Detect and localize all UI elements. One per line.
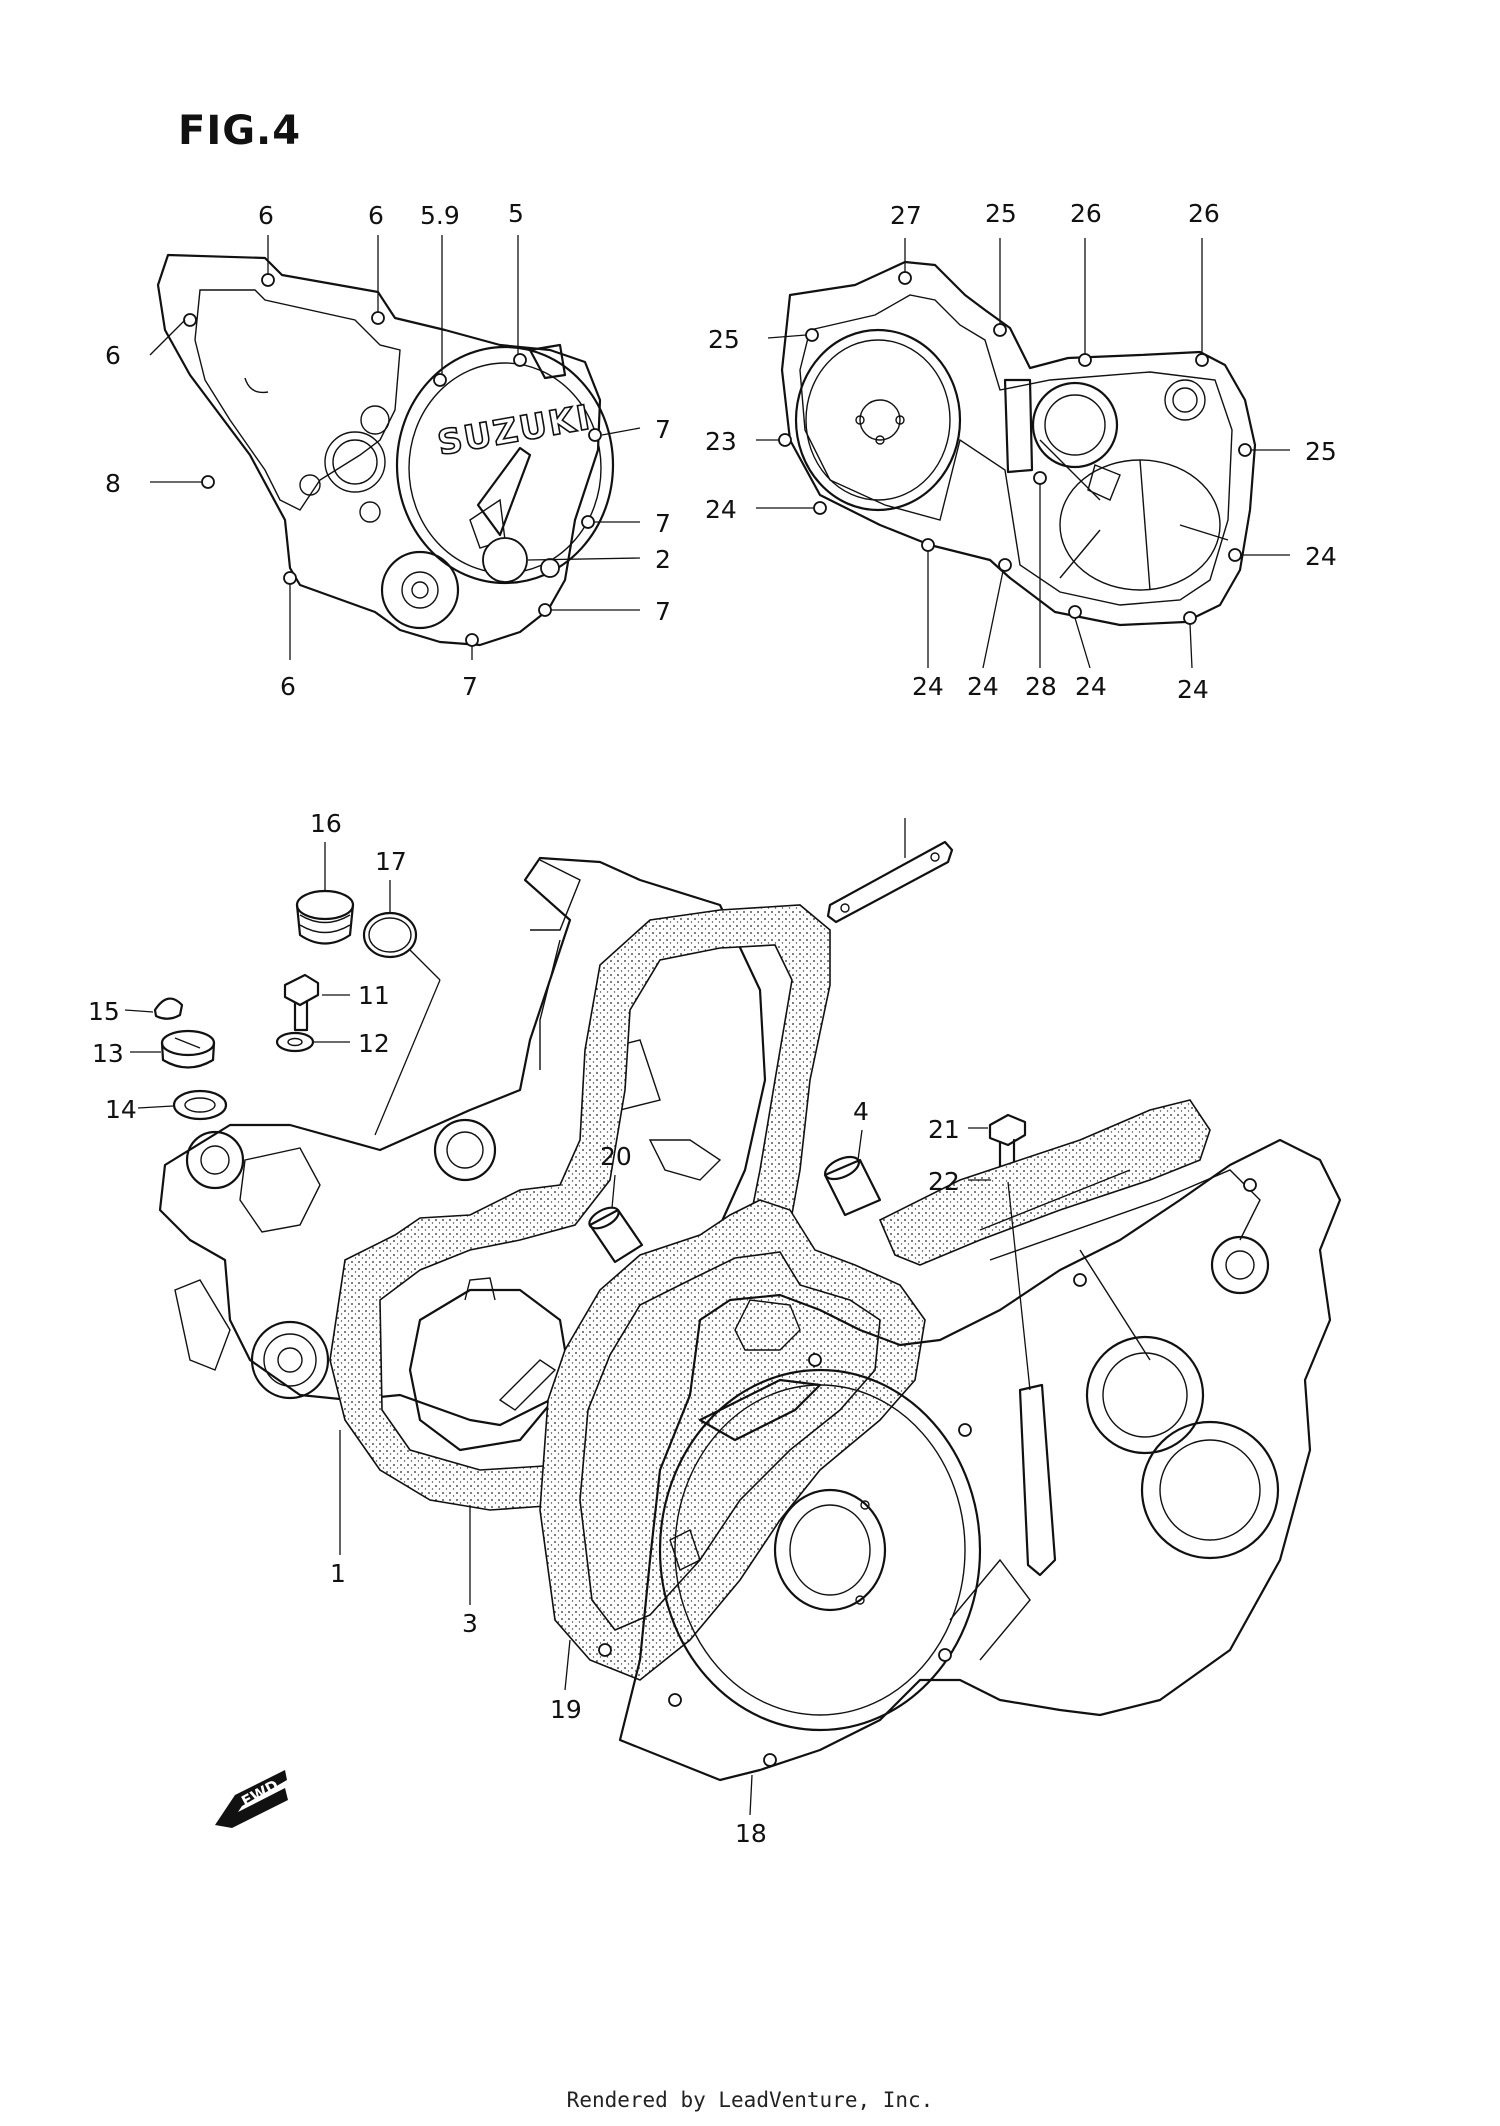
- callout-24: 25: [708, 325, 740, 354]
- callout-23: 24: [967, 672, 999, 701]
- callout-25: 26: [1188, 199, 1220, 228]
- small-fittings: [153, 889, 1027, 1264]
- callout-12: 13: [92, 1039, 124, 1068]
- footer-credit: Rendered by LeadVenture, Inc.: [566, 2088, 934, 2112]
- callout-7: 7: [462, 672, 478, 701]
- callout-6: 6: [105, 341, 121, 370]
- callout-7: 7: [655, 415, 671, 444]
- callout-6: 6: [258, 201, 274, 230]
- callout-16: 17: [375, 847, 407, 876]
- callout-23: 24: [705, 495, 737, 524]
- callout-5-9: 5.9: [420, 201, 460, 230]
- callout-23: 24: [1075, 672, 1107, 701]
- callout-20: 21: [928, 1115, 960, 1144]
- callout-22: 23: [705, 427, 737, 456]
- callout-21: 22: [928, 1167, 960, 1196]
- callout-23: 24: [1305, 542, 1337, 571]
- clutch-cover: SUZUKI: [156, 253, 615, 647]
- callout-7: 7: [655, 509, 671, 538]
- callout-6: 6: [280, 672, 296, 701]
- callout-15: 16: [310, 809, 342, 838]
- callout-14: 15: [88, 997, 120, 1026]
- callout-26: 27: [890, 201, 922, 230]
- clutch-cover-gasket: [778, 260, 1257, 627]
- callout-23: 24: [1177, 675, 1209, 704]
- callout-25: 26: [1070, 199, 1102, 228]
- callout-10: 11: [358, 981, 390, 1010]
- callout-23: 24: [912, 672, 944, 701]
- tool-strip: [826, 840, 954, 924]
- callout-11: 12: [358, 1029, 390, 1058]
- right-crankcase: [539, 1099, 1342, 1782]
- callout-24: 25: [1305, 437, 1337, 466]
- callout-4: 4: [853, 1097, 869, 1126]
- forward-direction-arrow: FWD: [215, 1770, 288, 1828]
- callout-24: 25: [985, 199, 1017, 228]
- callout-5: 5: [508, 199, 524, 228]
- callout-7: 7: [655, 597, 671, 626]
- callout-2: 2: [655, 545, 671, 574]
- callout-1: 1: [330, 1559, 346, 1588]
- callout-17: 18: [735, 1819, 767, 1848]
- callout-18: 19: [550, 1695, 582, 1724]
- callout-27: 28: [1025, 672, 1057, 701]
- callout-19: 20: [600, 1142, 632, 1171]
- callout-8: 8: [105, 469, 121, 498]
- figure-title: FIG.4: [178, 108, 302, 154]
- callout-13: 14: [105, 1095, 137, 1124]
- callout-6: 6: [368, 201, 384, 230]
- callout-labels: 6 6 5.9 5 6 8 6 7 7 2 7 7 27 25 26 26 25…: [88, 199, 1337, 1848]
- callout-3: 3: [462, 1609, 478, 1638]
- leader-lines: [124, 235, 1290, 1816]
